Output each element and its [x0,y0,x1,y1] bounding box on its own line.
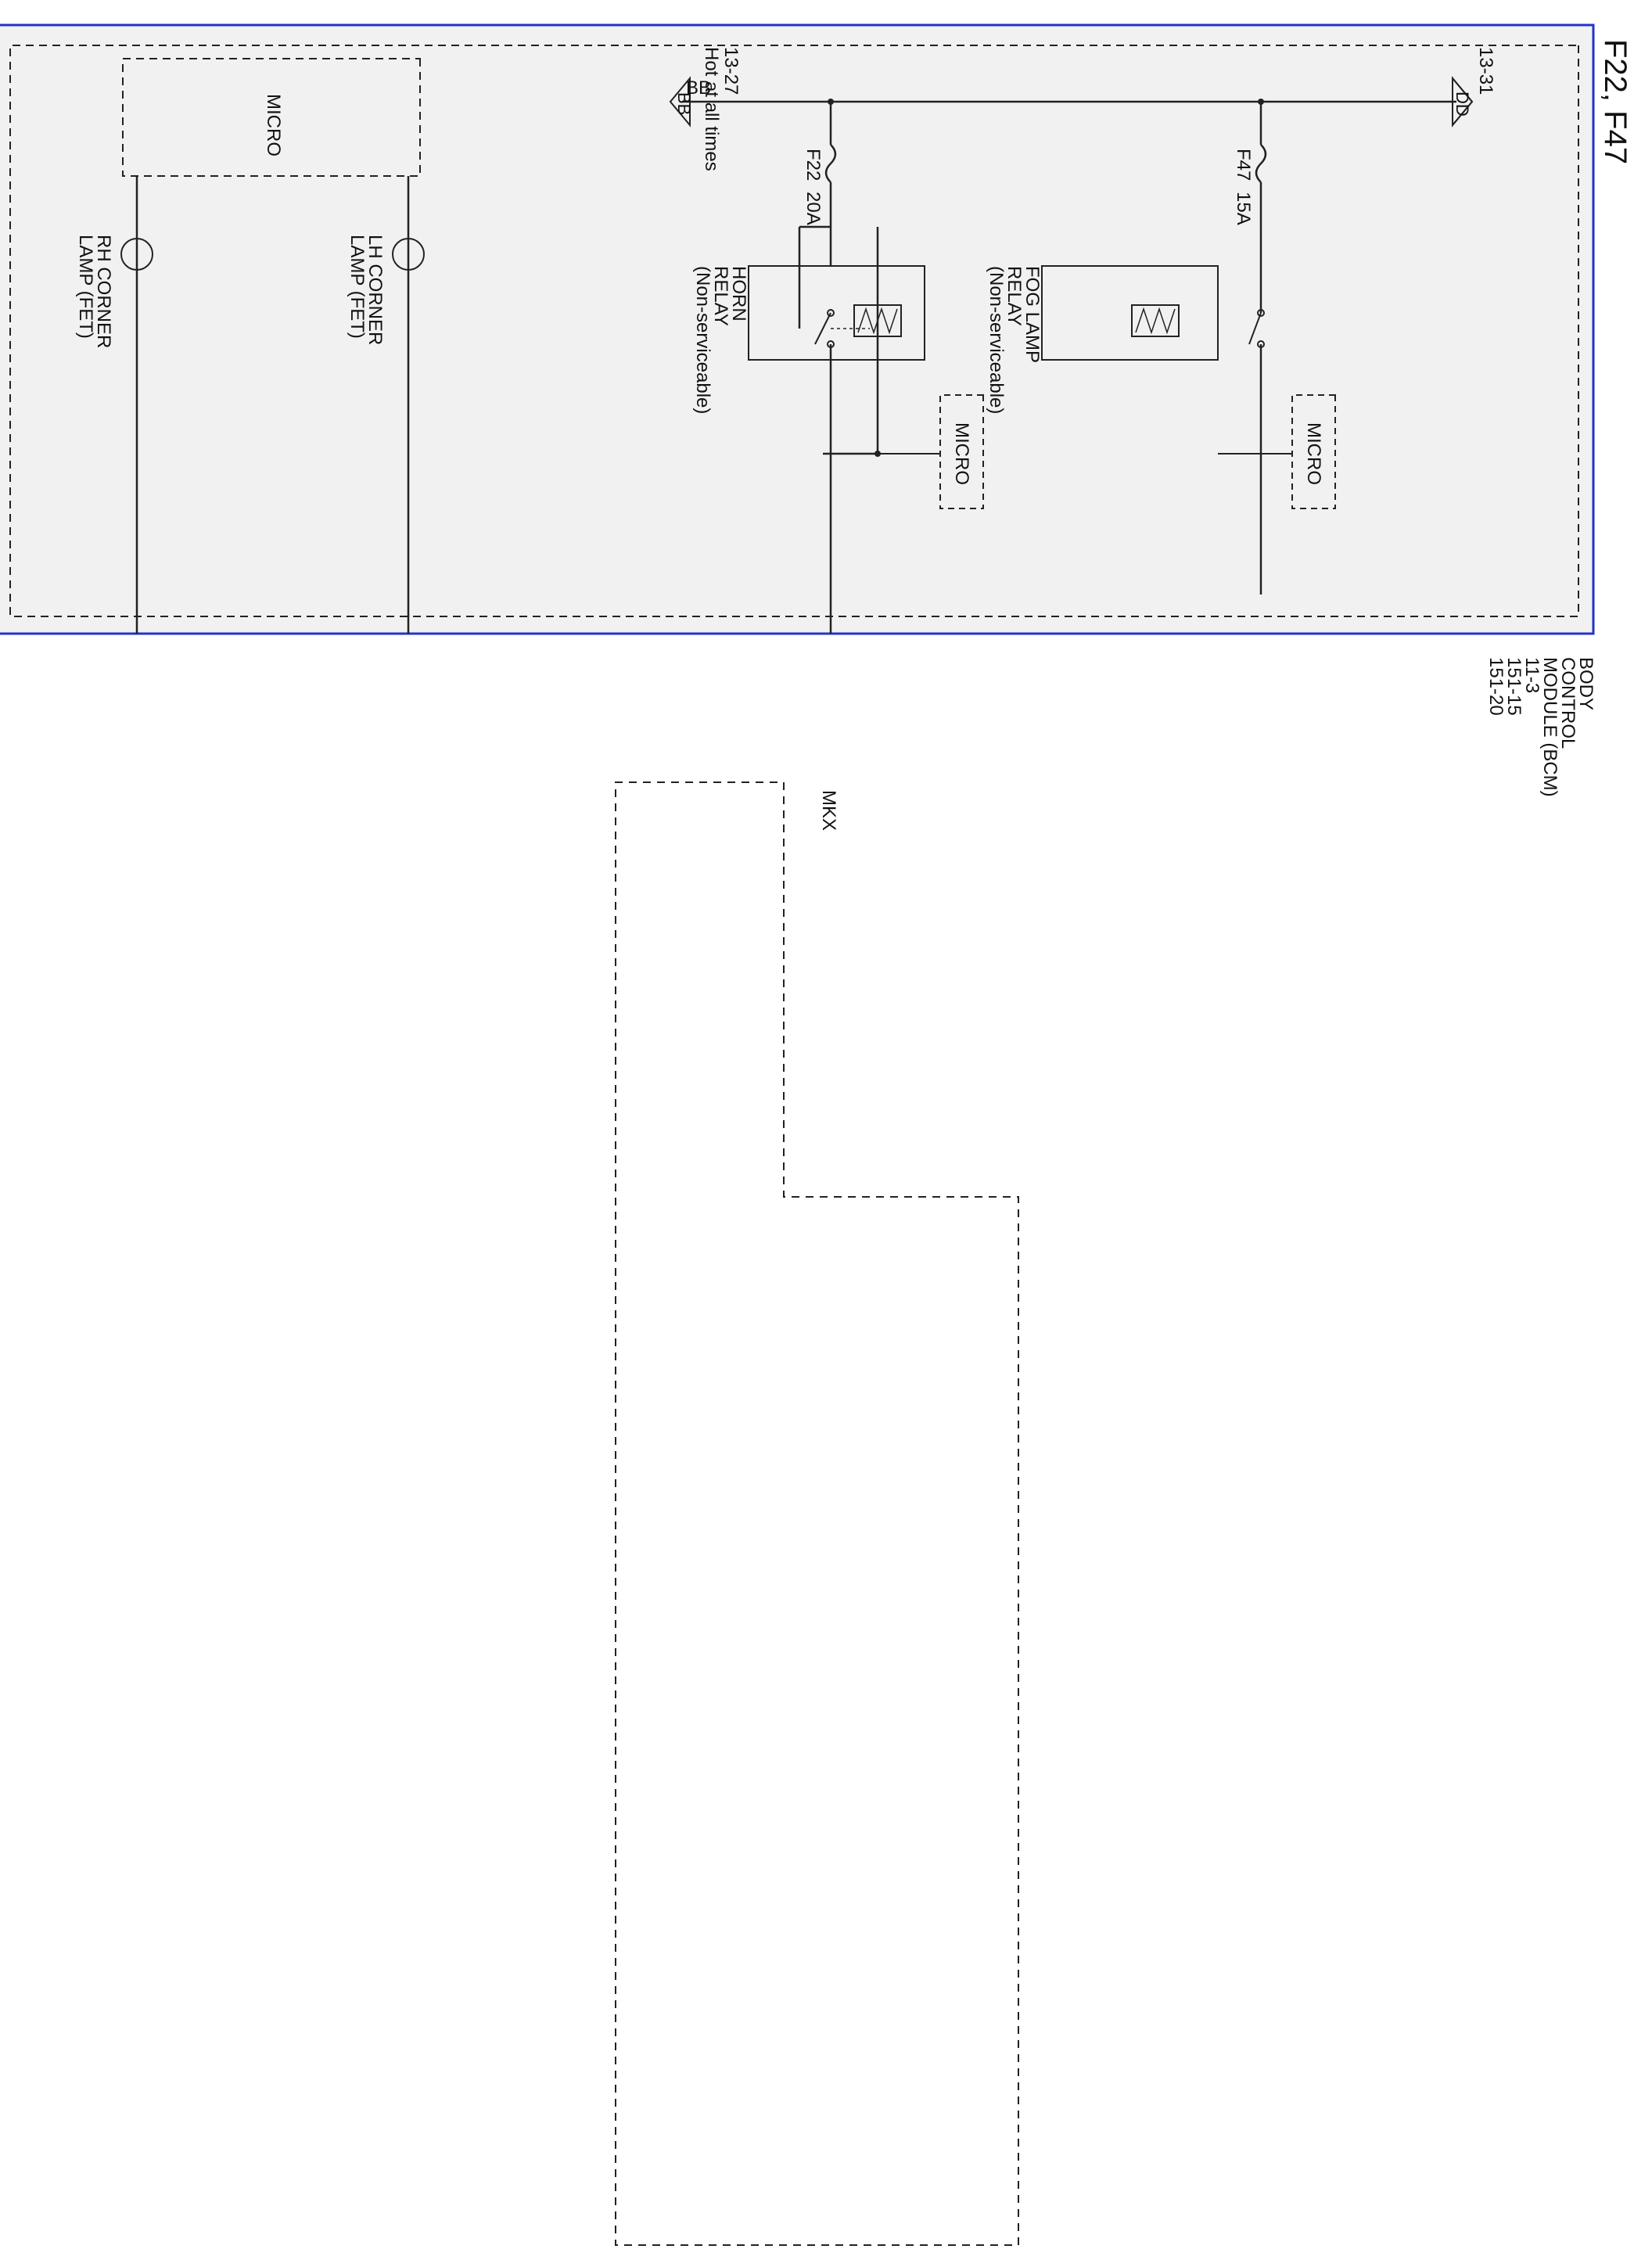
bcm-outline [0,23,1595,635]
horn-relay [748,225,925,595]
fet-lh-label-1: LAMP (FET) [347,235,368,339]
fet-rh: RH CORNER LAMP (FET) [75,176,153,634]
fuse-f22-rating: 20A [803,192,824,225]
bcm-name-line-1: CONTROL [1557,657,1578,749]
bb-page-ref: 13-27 [720,47,742,95]
horn-relay-label: HORN RELAY (Non-serviceable) [692,266,749,414]
micro-fog-label: MICRO [1303,422,1324,485]
fuse-f47-id: F47 [1233,149,1254,181]
micro-top: MICRO [122,58,421,177]
fuse-f22: F22 20A [803,102,837,227]
micro-fog: MICRO [1218,394,1336,509]
bb-hot-label: Hot at all times [701,47,722,171]
bb-source-symbol-text: BB [686,77,711,99]
horn-relay-label-1: RELAY [710,266,731,326]
horn-relay-label-0: HORN [728,266,749,322]
mkx-region: MKX [615,781,1019,2246]
bb-symbol-text: BB [674,92,694,115]
bcm-name-line-2: MODULE (BCM) [1539,657,1560,797]
micro-top-label: MICRO [263,94,284,156]
bcm-name-line-5: 151-20 [1485,657,1507,716]
fuse-f22-id: F22 [803,149,824,181]
fet-lh-label-0: LH CORNER [365,235,386,345]
bcm-inner-dashed [9,45,1579,617]
power-bus [669,76,1474,128]
mkx-label: MKX [818,790,839,831]
horn-relay-label-2: (Non-serviceable) [692,266,713,414]
bcm-name-line-0: BODY [1575,657,1596,710]
bcm-module [0,23,1595,635]
fog-relay-label: FOG LAMP RELAY (Non-serviceable) [986,266,1043,414]
fet-rh-label-0: RH CORNER [93,235,114,348]
fet-rh-label-1: LAMP (FET) [75,235,96,339]
dd-page-ref: 13-31 [1475,47,1496,95]
fuse-f47-rating: 15A [1233,192,1254,225]
fuse-f47: F47 15A [1233,102,1267,227]
micro-horn: MICRO [878,394,984,509]
fog-relay [1041,227,1265,595]
bb-source-label: BB [686,77,711,99]
micro-horn-label: MICRO [951,422,972,485]
bb-source-symbol [669,76,691,128]
rotated-drawing: F22, F47 BODY CONTROL MODULE (BCM) 11-3 … [0,23,1632,2246]
fog-relay-label-2: (Non-serviceable) [986,266,1007,414]
dd-source-symbol [1452,76,1474,128]
fog-relay-coil [1131,304,1180,337]
fet-lh: LH CORNER LAMP (FET) [347,176,425,634]
diagram-title: F22, F47 [1598,39,1632,164]
dd-symbol-text: DD [1453,92,1472,117]
bcm-name: BODY CONTROL MODULE (BCM) 11-3 151-15 15… [1485,657,1596,797]
fog-relay-label-1: RELAY [1004,266,1025,326]
fog-relay-label-0: FOG LAMP [1022,266,1043,363]
bcm-name-line-4: 151-15 [1503,657,1525,716]
bcm-name-line-3: 11-3 [1521,657,1542,693]
